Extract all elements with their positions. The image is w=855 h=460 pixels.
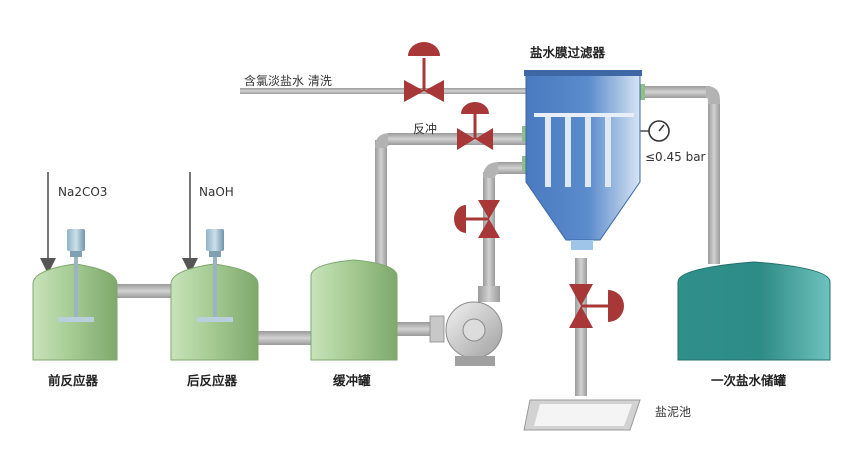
filter-element-4 [605, 117, 611, 187]
buffer-tank [310, 259, 398, 361]
pipe-pre-post [117, 284, 175, 298]
pipe-chlorine-brine [240, 88, 528, 94]
pipe-feed-elbow [483, 162, 499, 178]
filter-element-3 [585, 117, 591, 187]
post-reactor-label: 后反应器 [187, 373, 238, 388]
membrane-filter [522, 70, 645, 250]
pipe-buffer-pump [396, 322, 432, 336]
buffer-tank-label: 缓冲罐 [333, 373, 371, 388]
filter-element-1 [545, 117, 551, 187]
pipe-product-elbow [706, 86, 720, 106]
pressure-gauge-icon [640, 120, 670, 142]
post-reactor [170, 229, 259, 361]
sludge-pool [523, 399, 641, 431]
storage-tank-label: 一次盐水储罐 [711, 373, 787, 388]
pipe-feed-top [498, 162, 526, 174]
sludge-pool-label: 盐泥池 [655, 405, 692, 419]
pre-reactor-label: 前反应器 [48, 373, 99, 388]
pipe-backflush-riser [375, 140, 387, 272]
filter-element-2 [565, 117, 571, 187]
na2co3-label: Na2CO3 [58, 185, 108, 199]
pipe-backflush-elbow [375, 133, 390, 148]
pre-reactor-motor [67, 229, 85, 251]
valve-feed[interactable] [454, 200, 500, 238]
feed-pump [429, 286, 503, 366]
post-reactor-motor [206, 229, 224, 251]
storage-tank [677, 261, 831, 361]
valve-backflush[interactable] [457, 102, 493, 150]
pre-reactor [32, 229, 118, 361]
valve-chlorine-brine[interactable] [404, 42, 444, 102]
pipe-product-down [708, 104, 720, 264]
pipe-product-top [640, 86, 710, 98]
pipe-post-buffer [258, 331, 312, 345]
chlorine-brine-label: 含氯淡盐水 清洗 [244, 74, 332, 88]
valve-sludge[interactable] [569, 284, 624, 328]
naoh-label: NaOH [199, 185, 234, 199]
filter-label: 盐水膜过滤器 [530, 45, 606, 60]
pressure-limit-label: ≤0.45 bar [645, 150, 706, 164]
backflush-label: 反冲 [413, 122, 438, 136]
